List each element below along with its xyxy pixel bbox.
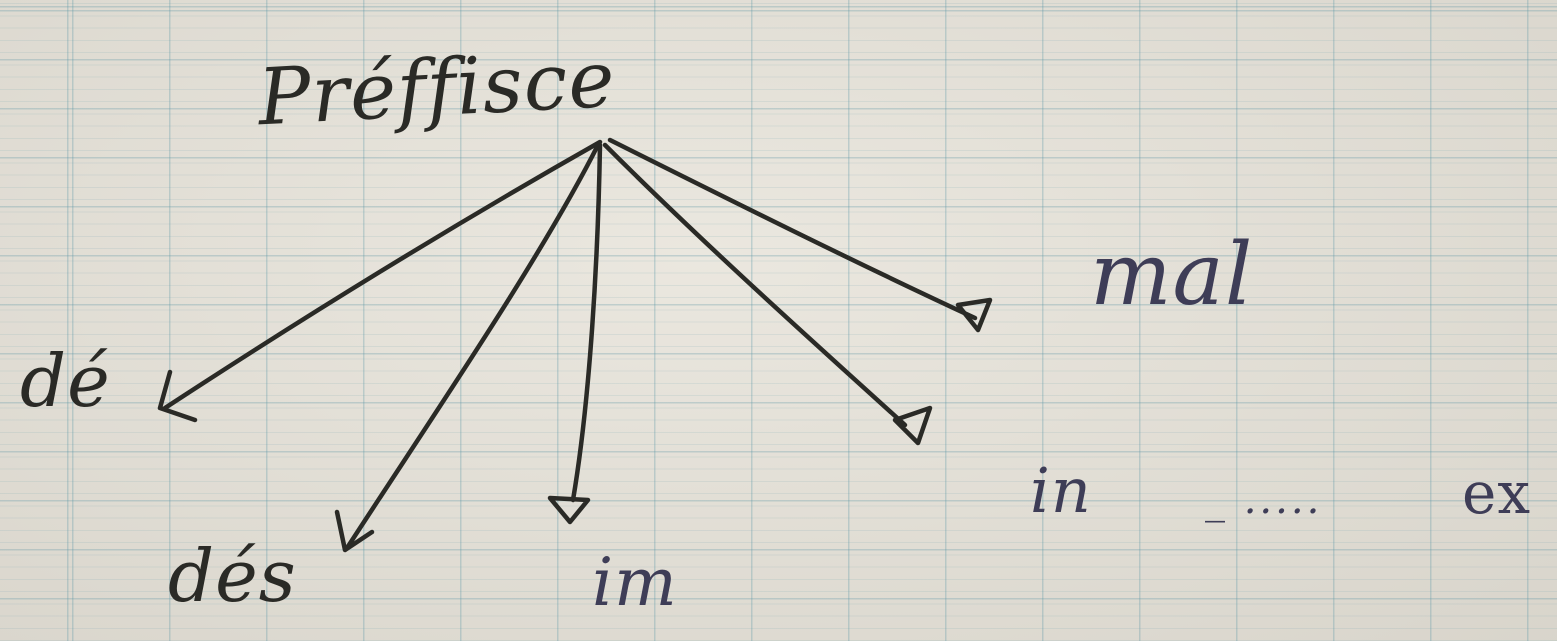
root-label: Préffisce — [255, 34, 618, 144]
trailing-label-ex: ex — [1462, 459, 1532, 527]
branch-label-de: dé — [20, 339, 111, 423]
branch-label-im: im — [592, 544, 678, 621]
arrow-to-in — [602, 142, 908, 428]
arrow-to-mal — [607, 137, 978, 321]
arrow-to-des — [344, 142, 601, 551]
branch-label-des: dés — [168, 534, 297, 618]
arrowhead-de-icon — [157, 369, 198, 423]
branch-label-in: in — [1030, 454, 1092, 527]
arrow-to-im — [570, 142, 603, 503]
branch-label-mal: mal — [1090, 225, 1254, 325]
arrow-to-de — [162, 139, 603, 411]
arrowhead-des-icon — [334, 509, 375, 553]
arrowhead-mal-icon — [955, 297, 993, 333]
arrowhead-im-icon — [547, 495, 591, 525]
trailing-dots: _ ..... — [1205, 477, 1323, 523]
arrowhead-in-icon — [892, 405, 933, 446]
